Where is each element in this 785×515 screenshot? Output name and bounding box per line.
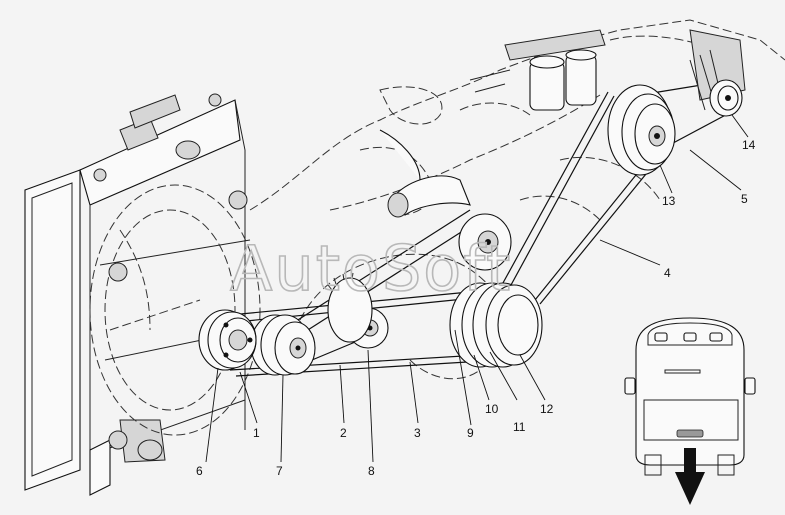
- pulley-6: [198, 309, 257, 371]
- callout-11: 11: [513, 420, 526, 434]
- callout-5: 5: [741, 192, 748, 206]
- callout-6: 6: [196, 464, 203, 478]
- callout-labels: 1 2 3 4 5 6 7 8 9 10 11 12 13 14: [196, 138, 756, 478]
- watermark: AutoSoft: [230, 232, 512, 305]
- pulley-stack-9-12: [449, 282, 543, 368]
- callout-7: 7: [276, 464, 283, 478]
- pulley-13: [607, 84, 676, 176]
- leader-lines: [205, 114, 749, 463]
- gear-mid: [327, 272, 373, 343]
- callout-4: 4: [664, 266, 671, 280]
- idler-pulley: [458, 213, 512, 271]
- pulley-14: [709, 79, 743, 117]
- upper-accessories: [379, 29, 606, 218]
- callout-3: 3: [414, 426, 421, 440]
- callout-2: 2: [340, 426, 347, 440]
- pulley-7: [250, 314, 316, 376]
- radiator: [24, 93, 246, 496]
- callout-9: 9: [467, 426, 474, 440]
- callout-13: 13: [662, 194, 676, 208]
- callout-1: 1: [253, 426, 260, 440]
- callout-8: 8: [368, 464, 375, 478]
- callout-10: 10: [485, 402, 499, 416]
- bus-rear-inset: [624, 317, 756, 505]
- callout-12: 12: [540, 402, 554, 416]
- callout-14: 14: [742, 138, 756, 152]
- view-direction-arrow: [675, 448, 705, 505]
